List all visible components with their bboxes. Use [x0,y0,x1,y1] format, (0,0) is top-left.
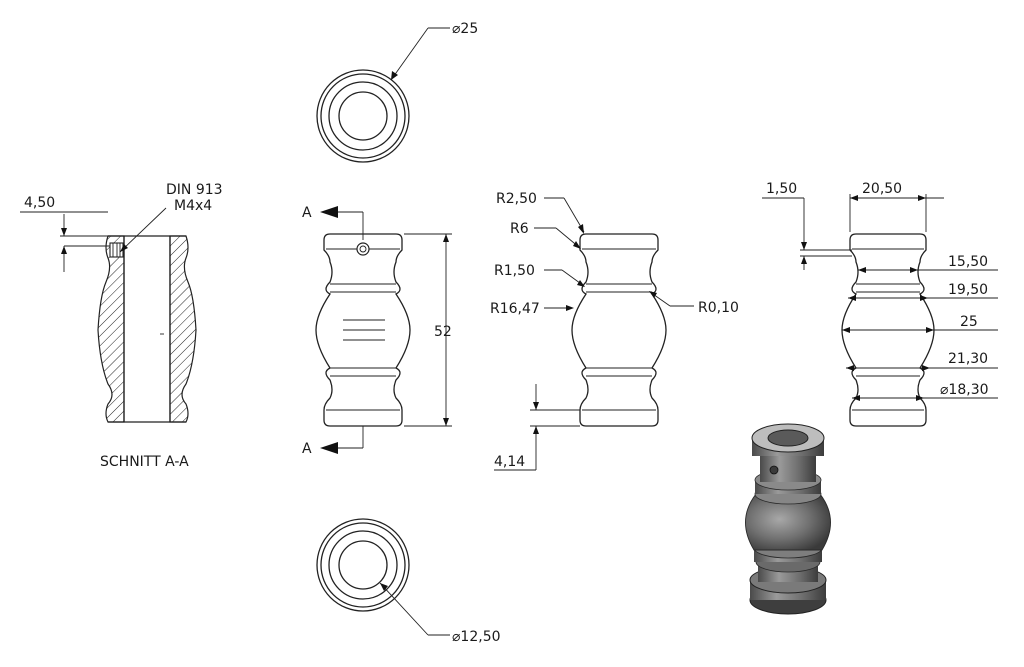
radii-bottom-dim: 4,14 [494,454,525,470]
section-title: SCHNITT A-A [100,454,189,470]
top-width-dim: 20,50 [862,181,902,197]
radii-profile [571,233,667,427]
radius-r010: R0,10 [698,300,739,316]
bottom-view-diameter: ⌀12,50 [452,629,501,645]
top-view: ⌀25 [316,21,478,163]
radius-r250: R2,50 [496,191,537,207]
diameter-view: 20,50 1,50 15,50 19,50 25 21,30 [762,181,998,427]
front-view: A A 52 [302,205,452,457]
din-note-line2: M4x4 [174,198,212,214]
groove-dim: 1,50 [766,181,797,197]
isometric-view [745,423,831,615]
section-wall-right [169,235,197,423]
top-view-diameter: ⌀25 [452,21,478,37]
diameter-1550: 15,50 [948,254,988,270]
front-screw-hole [356,242,370,256]
radii-view: R2,50 R6 R1,50 R16,47 R0,10 4,14 [490,191,739,471]
radius-r150: R1,50 [494,263,535,279]
height-dim: 52 [434,324,452,340]
radius-r6: R6 [510,221,529,237]
section-wall-left [97,235,125,423]
radius-r1647: R16,47 [490,301,540,317]
iso-set-screw [769,465,779,475]
bottom-view: ⌀12,50 [316,518,501,645]
diameter-25: 25 [960,314,978,330]
diameter-1950: 19,50 [948,282,988,298]
din-note-line1: DIN 913 [166,182,223,198]
diameter-2130: 21,30 [948,351,988,367]
cut-label-top: A [302,205,312,221]
cut-label-bottom: A [302,441,312,457]
diameter-1830: ⌀18,30 [940,382,989,398]
section-top-dim: 4,50 [24,195,55,211]
section-view: 4,50 DIN 913 M4x4 SCHNITT A-A [20,182,223,470]
